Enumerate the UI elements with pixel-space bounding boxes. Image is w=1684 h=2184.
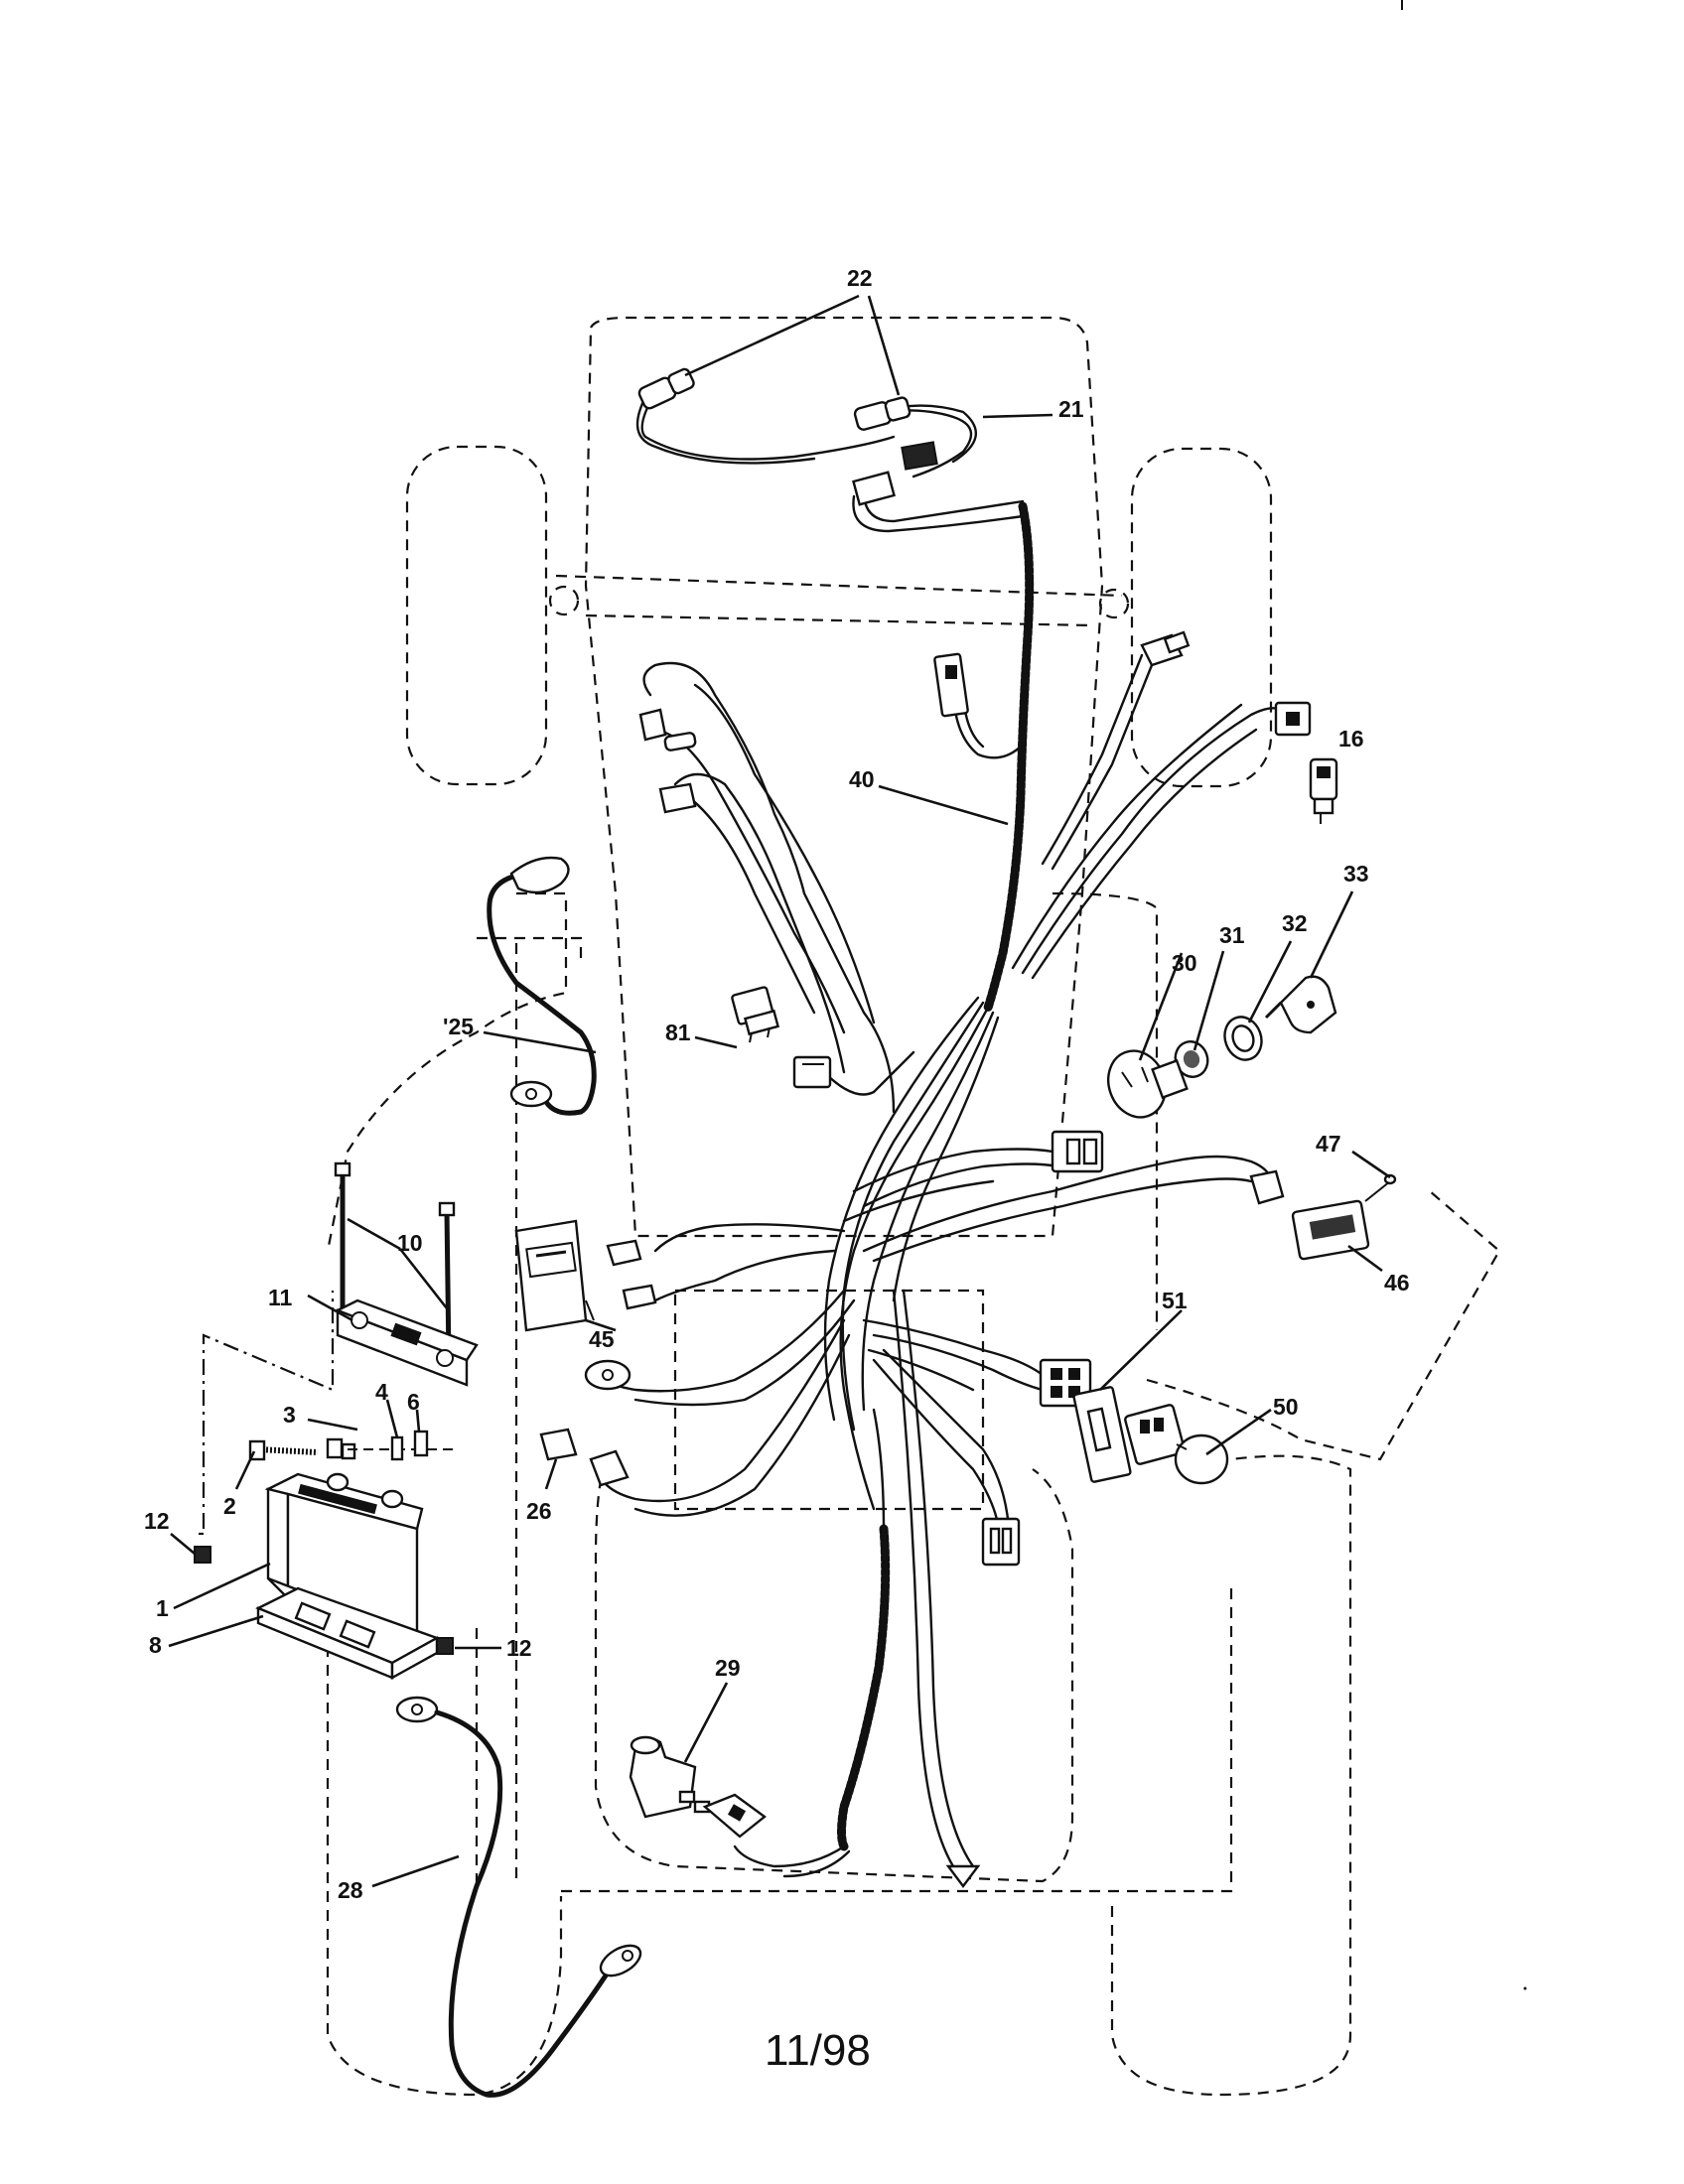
headlight-harness bbox=[635, 367, 1025, 533]
seat-switch-29 bbox=[629, 1735, 711, 1819]
label-25: '25 bbox=[443, 1014, 474, 1039]
battery-hardware bbox=[248, 1418, 457, 1461]
stray-dot bbox=[1523, 1986, 1527, 1990]
switch-plate-51 bbox=[1072, 1386, 1132, 1483]
label-26: 26 bbox=[526, 1498, 552, 1524]
module-45 bbox=[514, 1219, 595, 1332]
relay-81 bbox=[731, 986, 780, 1043]
label-28: 28 bbox=[338, 1877, 363, 1903]
cable-28 bbox=[395, 1696, 642, 2098]
main-wire-harness bbox=[584, 501, 1285, 1888]
label-81: 81 bbox=[665, 1020, 691, 1045]
label-30: 30 bbox=[1172, 950, 1197, 976]
label-12-right: 12 bbox=[506, 1635, 532, 1661]
label-31: 31 bbox=[1219, 922, 1245, 948]
leader-lines bbox=[168, 294, 1391, 1888]
label-50: 50 bbox=[1273, 1394, 1299, 1420]
label-21: 21 bbox=[1058, 396, 1084, 422]
seat-switch-connector bbox=[702, 1793, 767, 1839]
label-2: 2 bbox=[223, 1493, 236, 1519]
hour-meter-46 bbox=[1291, 1173, 1397, 1261]
label-4: 4 bbox=[375, 1379, 388, 1405]
tractor-outline bbox=[199, 316, 1501, 2097]
ignition-switch-30 bbox=[1107, 1049, 1189, 1119]
label-16: 16 bbox=[1338, 726, 1364, 751]
label-32: 32 bbox=[1282, 910, 1308, 936]
label-22: 22 bbox=[847, 265, 873, 291]
label-40: 40 bbox=[849, 766, 875, 792]
upper-center-connector bbox=[933, 652, 1025, 759]
label-6: 6 bbox=[407, 1389, 420, 1415]
label-3: 3 bbox=[283, 1402, 296, 1428]
label-33: 33 bbox=[1343, 861, 1369, 887]
pto-switch-50 bbox=[1124, 1404, 1229, 1485]
part-labels: 22 21 16 40 33 32 31 30 '25 81 47 46 10 … bbox=[144, 265, 1410, 1903]
label-29: 29 bbox=[715, 1655, 741, 1681]
nut-12-left bbox=[194, 1546, 211, 1564]
ignition-key-33 bbox=[1264, 975, 1337, 1034]
label-1: 1 bbox=[156, 1595, 169, 1621]
battery-tray-8 bbox=[255, 1586, 440, 1681]
headlight-bulb-right bbox=[853, 396, 912, 431]
cable-25 bbox=[487, 856, 597, 1116]
label-47: 47 bbox=[1316, 1131, 1341, 1157]
hold-down-bracket-11 bbox=[335, 1298, 479, 1387]
wire-to-plug-16 bbox=[1011, 701, 1312, 980]
label-12-left: 12 bbox=[144, 1508, 170, 1534]
nut-12-right bbox=[436, 1637, 454, 1655]
label-8: 8 bbox=[149, 1632, 162, 1658]
label-46: 46 bbox=[1384, 1270, 1410, 1296]
bezel-32 bbox=[1223, 1016, 1263, 1061]
date-code: 11/98 bbox=[765, 2026, 871, 2075]
connector-26 bbox=[539, 1428, 578, 1461]
wire-to-upper-right-connector bbox=[1041, 630, 1191, 871]
label-45: 45 bbox=[589, 1326, 615, 1352]
label-51: 51 bbox=[1162, 1288, 1188, 1313]
plug-16 bbox=[1309, 757, 1338, 824]
label-11: 11 bbox=[268, 1285, 293, 1310]
label-10: 10 bbox=[397, 1230, 423, 1256]
